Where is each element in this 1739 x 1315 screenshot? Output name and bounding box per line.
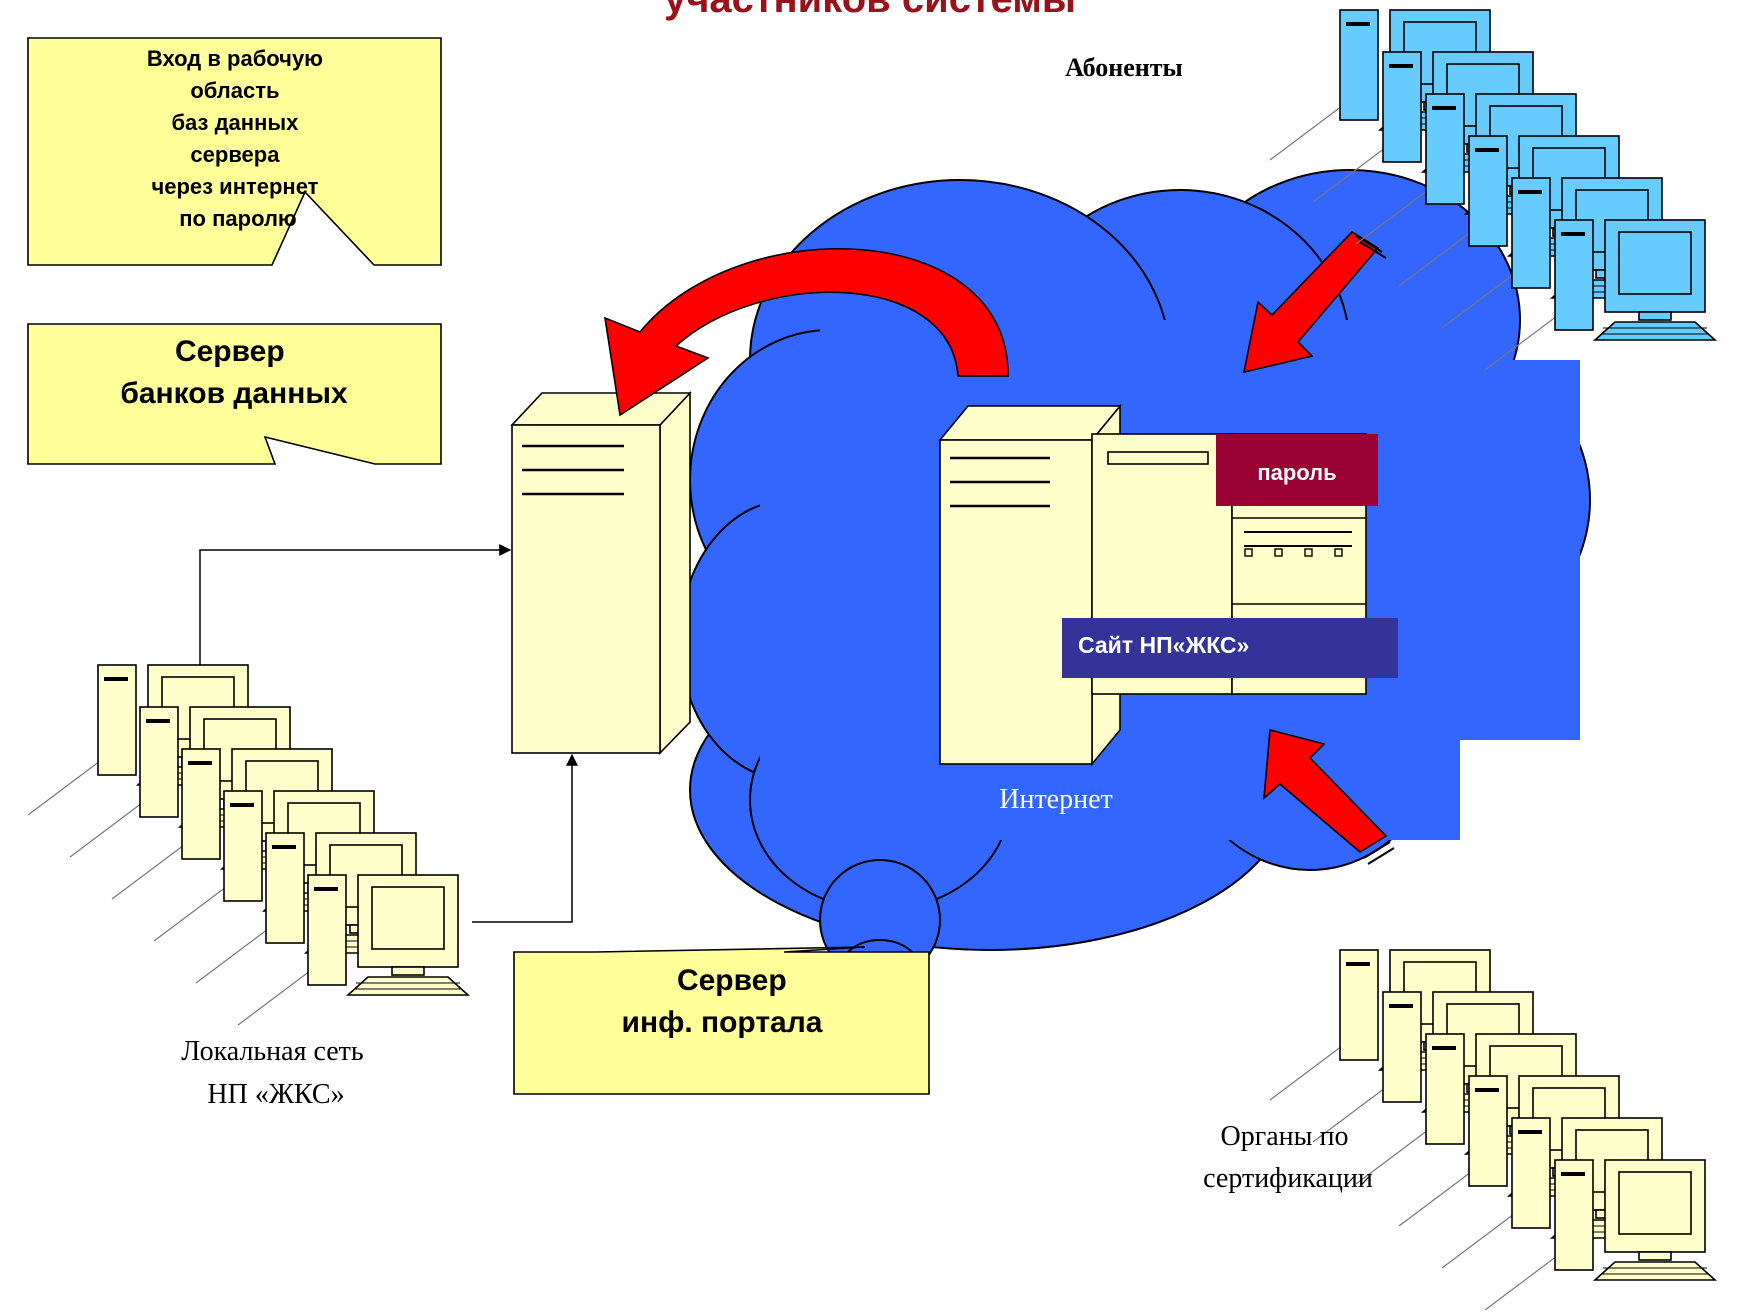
certification-label: Органы по сертификации	[1203, 1121, 1373, 1194]
certification-access-arrow	[1263, 728, 1395, 865]
internet-label: Интернет	[999, 784, 1113, 815]
local-network-workstations	[26, 663, 470, 1027]
password-label: пароль	[1257, 460, 1336, 485]
db-server-callout-text: Сервер банков данных	[120, 335, 348, 410]
diagram-title: участников системы	[664, 0, 1076, 21]
site-badge	[1062, 618, 1398, 678]
portal-server-callout: Сервер инф. портала	[513, 946, 930, 1095]
subscribers-label: Абоненты	[1065, 53, 1183, 82]
login-callout-text: Вход в рабочую область баз данных сервер…	[147, 46, 329, 231]
portal-server-callout-text: Сервер инф. портала	[622, 964, 823, 1039]
tower-server-icon	[938, 403, 1122, 767]
lan-connector	[199, 544, 578, 923]
portal-servers: пароль Сайт НП«ЖКС»	[938, 403, 1398, 767]
password-badge	[1216, 434, 1378, 506]
db-server-callout: Сервер банков данных	[27, 323, 442, 465]
tower-server-icon	[510, 390, 692, 755]
subscriber-access-arrow	[1242, 230, 1387, 374]
login-callout: Вход в рабочую область баз данных сервер…	[27, 37, 442, 266]
site-label: Сайт НП«ЖКС»	[1078, 632, 1249, 658]
local-network-label: Локальная сеть НП «ЖКС»	[181, 1036, 370, 1110]
sync-arrow	[603, 248, 1009, 417]
